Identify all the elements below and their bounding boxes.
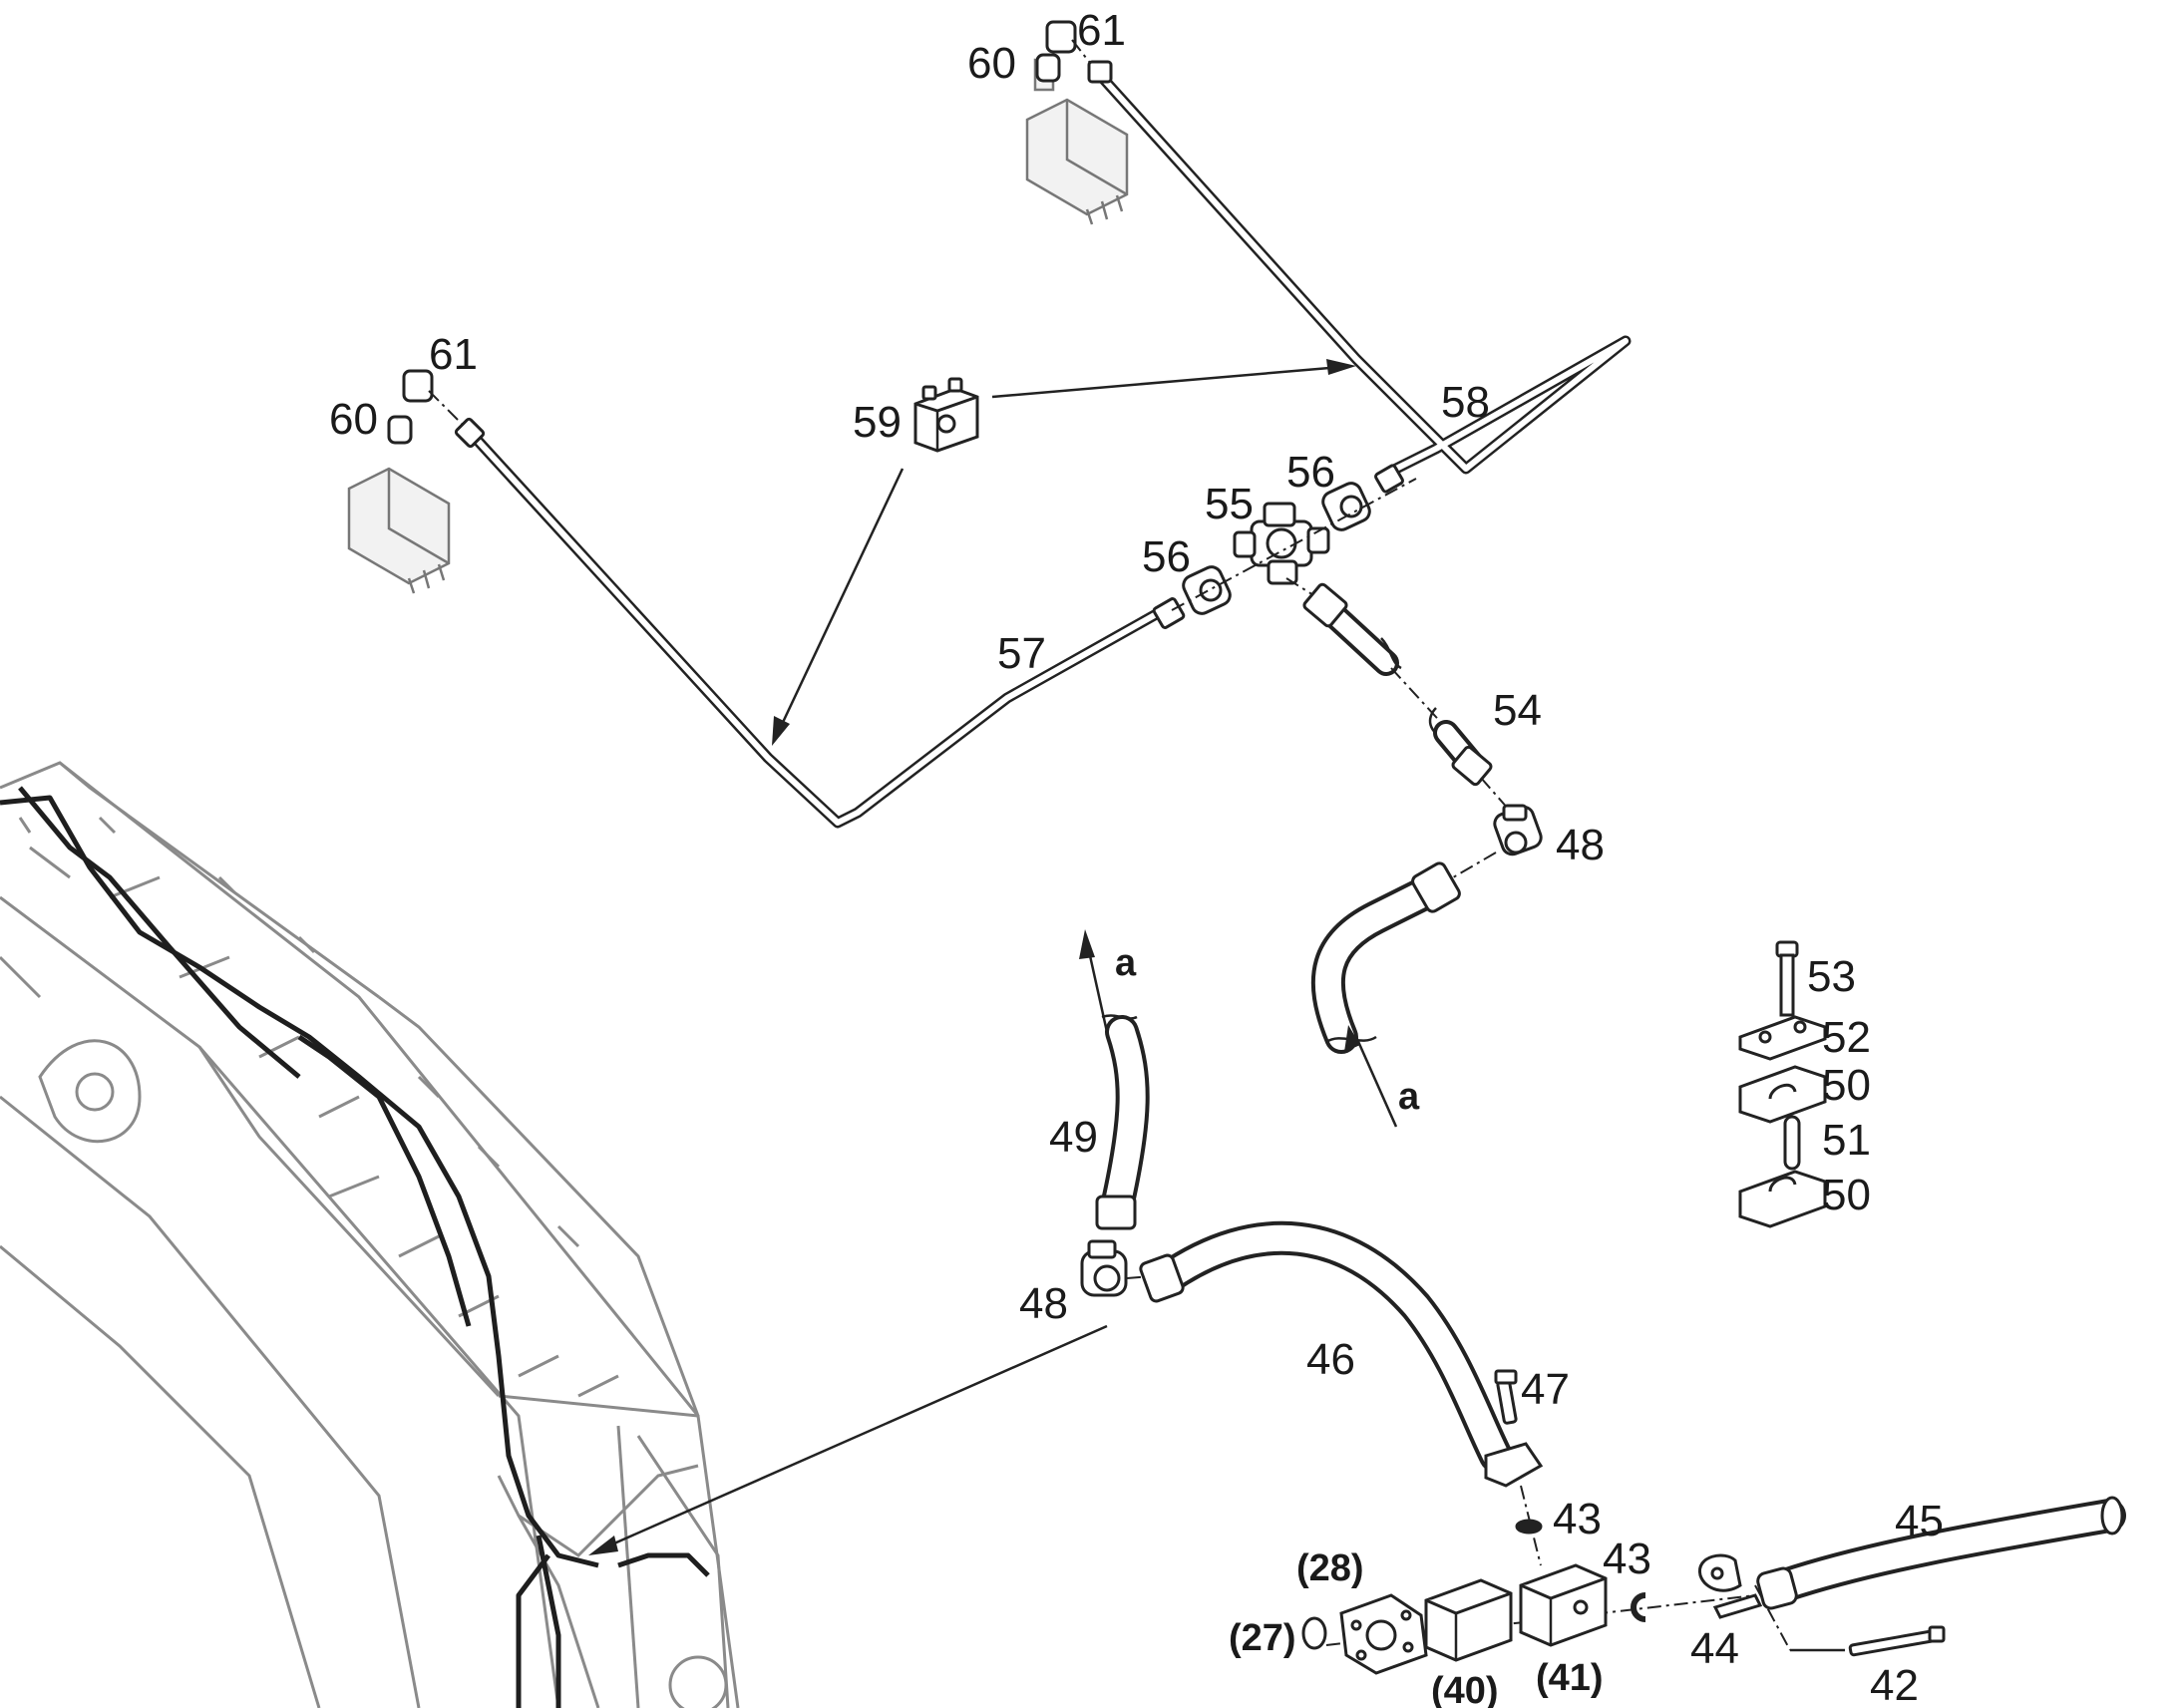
block-41 <box>1519 1563 1608 1647</box>
callout-45: 45 <box>1895 1497 1944 1545</box>
clamp-half-50-bottom <box>1738 1170 1827 1228</box>
pipe-54 <box>1302 582 1517 819</box>
block-40 <box>1424 1578 1513 1662</box>
oring-27 <box>1301 1616 1327 1650</box>
callout-50-top: 50 <box>1822 1061 1871 1110</box>
clip-44 <box>1698 1553 1845 1652</box>
bolt-53 <box>1775 940 1799 1017</box>
plate-52 <box>1738 1015 1827 1061</box>
valve-block-left <box>347 467 451 594</box>
clamp-half-50-top <box>1738 1065 1827 1124</box>
cross-fitting-55 <box>1233 502 1330 585</box>
callout-43-top: 43 <box>1553 1495 1602 1543</box>
leader-arrows-59 <box>772 359 1356 746</box>
callout-57: 57 <box>997 629 1046 678</box>
callout-47: 47 <box>1521 1365 1570 1414</box>
callout-50-bottom: 50 <box>1822 1171 1871 1219</box>
callout-49: 49 <box>1049 1113 1098 1162</box>
callout-54: 54 <box>1493 686 1542 735</box>
hose-lower-a <box>1310 852 1497 1128</box>
elbow-48-top <box>1493 804 1543 856</box>
callout-43-right: 43 <box>1603 1535 1651 1583</box>
oring-43-top <box>1515 1519 1543 1535</box>
callout-48-bottom: 48 <box>1019 1279 1068 1328</box>
callout-59: 59 <box>853 398 902 447</box>
marker-a-lower: a <box>1398 1076 1420 1118</box>
callout-51: 51 <box>1822 1116 1871 1165</box>
callout-40: (40) <box>1431 1670 1499 1708</box>
screw-47 <box>1494 1369 1518 1425</box>
hose-45 <box>1756 1496 2126 1610</box>
nut-56-left <box>1182 565 1232 615</box>
callout-28: (28) <box>1296 1547 1364 1589</box>
marker-a-upper: a <box>1115 942 1137 984</box>
clamp-59 <box>913 377 979 453</box>
callout-56-right: 56 <box>1286 448 1335 497</box>
callout-46: 46 <box>1306 1335 1355 1384</box>
pipe-58 <box>1087 60 1632 494</box>
callout-61-top: 61 <box>1077 6 1126 55</box>
nut-56-right <box>1321 482 1371 531</box>
callout-27: (27) <box>1229 1617 1296 1659</box>
bolt-42 <box>1848 1625 1946 1657</box>
oring-43-right <box>1631 1592 1646 1622</box>
pin-51 <box>1783 1115 1801 1171</box>
callout-labels: 61 60 61 60 59 58 56 55 56 57 54 48 53 5… <box>329 6 1944 1708</box>
elbow-48-bottom <box>1080 1239 1128 1297</box>
callout-60-top: 60 <box>967 39 1016 88</box>
callout-52: 52 <box>1822 1013 1871 1062</box>
valve-block-top <box>1025 58 1129 225</box>
hose-49 <box>1095 1015 1150 1230</box>
callout-58: 58 <box>1441 378 1490 427</box>
callout-56-left: 56 <box>1142 532 1191 581</box>
pipe-57 <box>454 417 1186 829</box>
flange-28 <box>1339 1593 1428 1675</box>
machine-boom-frame <box>0 761 740 1708</box>
callout-42: 42 <box>1870 1661 1919 1708</box>
callout-41: (41) <box>1536 1657 1604 1699</box>
callout-55: 55 <box>1205 480 1254 528</box>
callout-60-left: 60 <box>329 395 378 444</box>
callout-48-top: 48 <box>1556 821 1605 869</box>
cable-harness <box>0 786 710 1708</box>
hose-46 <box>1126 1220 1544 1488</box>
callout-53: 53 <box>1807 952 1856 1001</box>
leader-arrow-to-boom <box>588 1324 1108 1555</box>
callout-44: 44 <box>1690 1624 1739 1673</box>
callout-61-left: 61 <box>429 330 478 379</box>
